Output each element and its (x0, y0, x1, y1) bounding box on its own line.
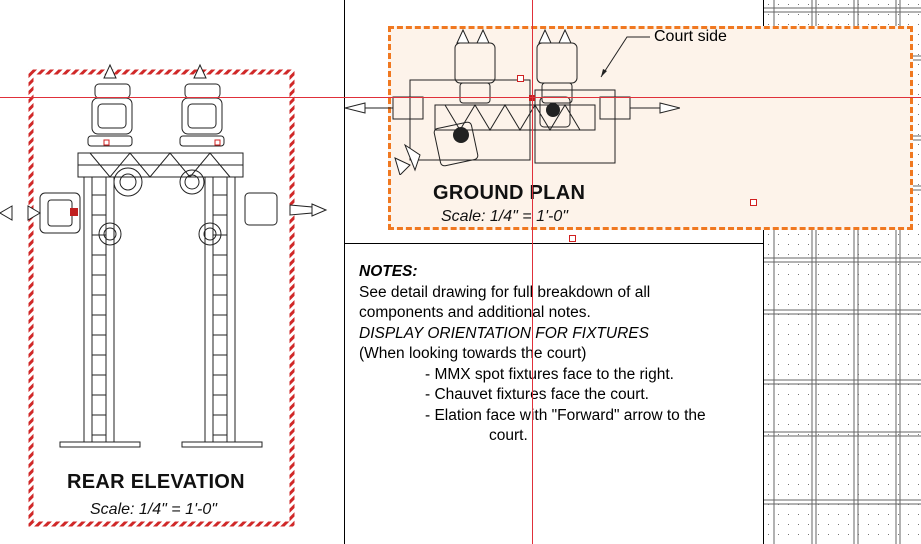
crosshair-vertical (532, 0, 533, 544)
notes-line: (When looking towards the court) (359, 345, 587, 362)
ground-plan-scale: Scale: 1/4" = 1'-0" (441, 208, 568, 225)
court-side-callout: Court side (654, 28, 727, 45)
selection-handle[interactable] (750, 199, 757, 206)
sheet-divider-left (344, 0, 345, 544)
notes-bullet: - Chauvet fixtures face the court. (425, 386, 649, 403)
rear-elevation-scale: Scale: 1/4" = 1'-0" (90, 501, 217, 518)
notes-bullet-continued: court. (489, 427, 528, 444)
rear-elevation-drawing[interactable] (0, 60, 344, 530)
crosshair-horizontal (0, 97, 921, 98)
ground-plan-title: GROUND PLAN (433, 182, 586, 204)
selection-handle[interactable] (517, 75, 524, 82)
ground-plan-drawing[interactable] (345, 25, 680, 175)
notes-line: See detail drawing for full breakdown of… (359, 283, 651, 301)
ground-plan-selection[interactable] (388, 26, 913, 230)
selection-handle[interactable] (569, 235, 576, 242)
notes-heading: NOTES: (359, 263, 418, 280)
notes-bullet: - Elation face with "Forward" arrow to t… (425, 406, 706, 424)
rear-elevation-title: REAR ELEVATION (67, 471, 245, 493)
notes-subheading: DISPLAY ORIENTATION FOR FIXTURES (359, 324, 649, 342)
notes-bullet: - MMX spot fixtures face to the right. (425, 365, 674, 383)
sheet-divider-right (763, 0, 764, 544)
sheet-divider-horizontal (344, 243, 764, 244)
